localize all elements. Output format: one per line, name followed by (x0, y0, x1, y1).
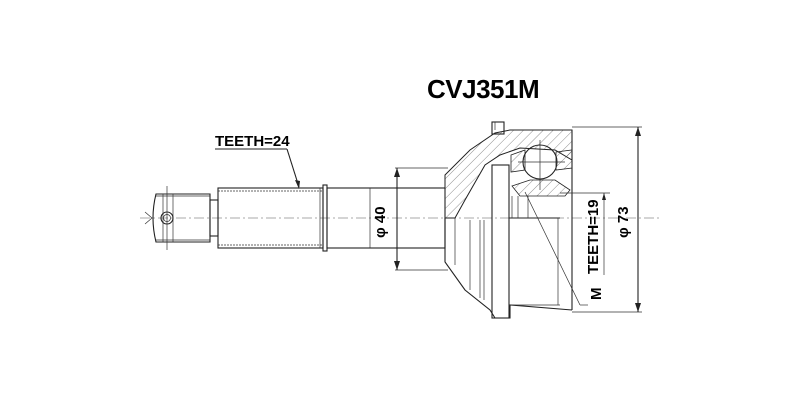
outer-diameter-label: φ 73 (615, 206, 632, 238)
outer-diameter-dimension: φ 73 (572, 126, 642, 313)
part-number-title: CVJ351M (427, 74, 539, 104)
shaft-teeth-label: TEETH=24 (215, 133, 290, 150)
thread-callout: M (524, 191, 605, 306)
inner-teeth-dimension: TEETH=19 (560, 192, 610, 275)
shaft-diameter-label: φ 40 (372, 206, 389, 238)
cv-joint-housing (444, 121, 573, 319)
inner-teeth-label: TEETH=19 (585, 199, 602, 274)
ball-and-inner-race (510, 140, 573, 218)
thread-mark-label: M (588, 288, 605, 301)
shaft-teeth-callout: TEETH=24 (215, 133, 300, 189)
shaft-diameter-dimension: φ 40 (372, 167, 448, 271)
